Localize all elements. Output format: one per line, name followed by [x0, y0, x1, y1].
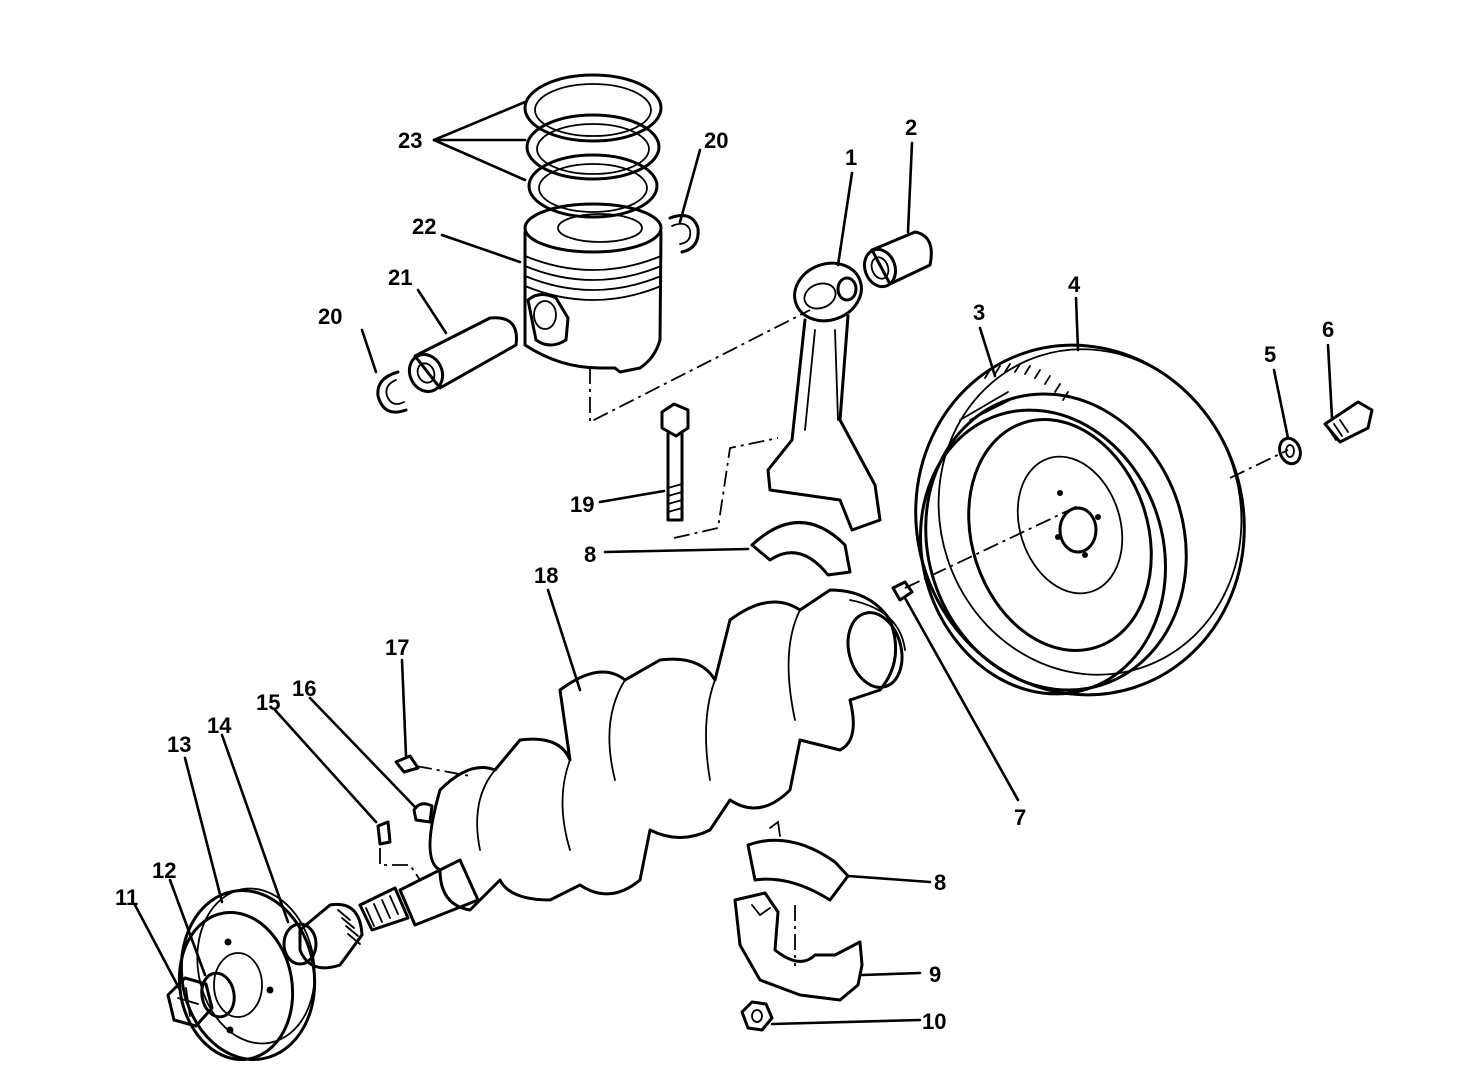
- callout-8-lower: 8: [934, 870, 946, 895]
- piston-pin: [407, 316, 518, 393]
- callout-19: 19: [570, 492, 594, 517]
- callout-2: 2: [905, 115, 917, 140]
- callout-15: 15: [256, 690, 280, 715]
- snap-ring-left: [376, 370, 408, 414]
- callout-22: 22: [412, 214, 436, 239]
- crankshaft: [358, 588, 906, 932]
- callout-10: 10: [922, 1009, 946, 1034]
- callout-20-right: 20: [704, 128, 728, 153]
- callout-8-upper: 8: [584, 542, 596, 567]
- callout-18: 18: [534, 563, 558, 588]
- callout-17: 17: [385, 635, 409, 660]
- connecting-rod-bushing: [862, 230, 933, 289]
- callout-1: 1: [845, 145, 857, 170]
- callout-6: 6: [1322, 317, 1334, 342]
- piston: [523, 202, 663, 374]
- callout-21: 21: [388, 265, 412, 290]
- callout-5: 5: [1264, 342, 1276, 367]
- crankshaft-gear: [282, 902, 364, 970]
- flywheel-bolt: [1323, 400, 1374, 444]
- callout-14: 14: [207, 713, 232, 738]
- callout-23: 23: [398, 128, 422, 153]
- main-bearing-cap: [733, 891, 864, 1002]
- key-16: [412, 802, 434, 824]
- pulley-nut: [166, 976, 214, 1028]
- pulley-washer: [200, 971, 236, 1019]
- dowel-pin: [891, 580, 914, 602]
- key-17: [394, 754, 420, 774]
- callout-4: 4: [1068, 272, 1081, 297]
- callout-9: 9: [929, 962, 941, 987]
- callout-3: 3: [973, 300, 985, 325]
- callout-20-left: 20: [318, 304, 342, 329]
- rod-bolt: [660, 402, 690, 522]
- main-bearing-nut: [740, 1000, 774, 1032]
- callout-12: 12: [152, 858, 176, 883]
- callout-labels: 1 2 3 4 5 6 7 8 8 9 10 11 12 13 14 15 16…: [115, 115, 1334, 1034]
- flywheel: [914, 343, 1246, 697]
- ring-gear-teeth: [984, 363, 1069, 401]
- main-bearing-shell-lower: [746, 820, 850, 902]
- callout-7: 7: [1014, 805, 1026, 830]
- piston-rings: [523, 73, 663, 219]
- alignment-lines: [379, 309, 1289, 966]
- connecting-rod: [766, 261, 882, 532]
- flywheel-washer: [1278, 436, 1302, 466]
- callout-13: 13: [167, 732, 191, 757]
- leader-lines: [133, 100, 1334, 1026]
- key-15: [376, 820, 392, 846]
- crankshaft-pulley: [177, 887, 317, 1062]
- callout-16: 16: [292, 676, 316, 701]
- rod-bearing-shell-upper: [750, 521, 852, 577]
- snap-ring-right: [668, 214, 700, 254]
- callout-11: 11: [115, 885, 138, 910]
